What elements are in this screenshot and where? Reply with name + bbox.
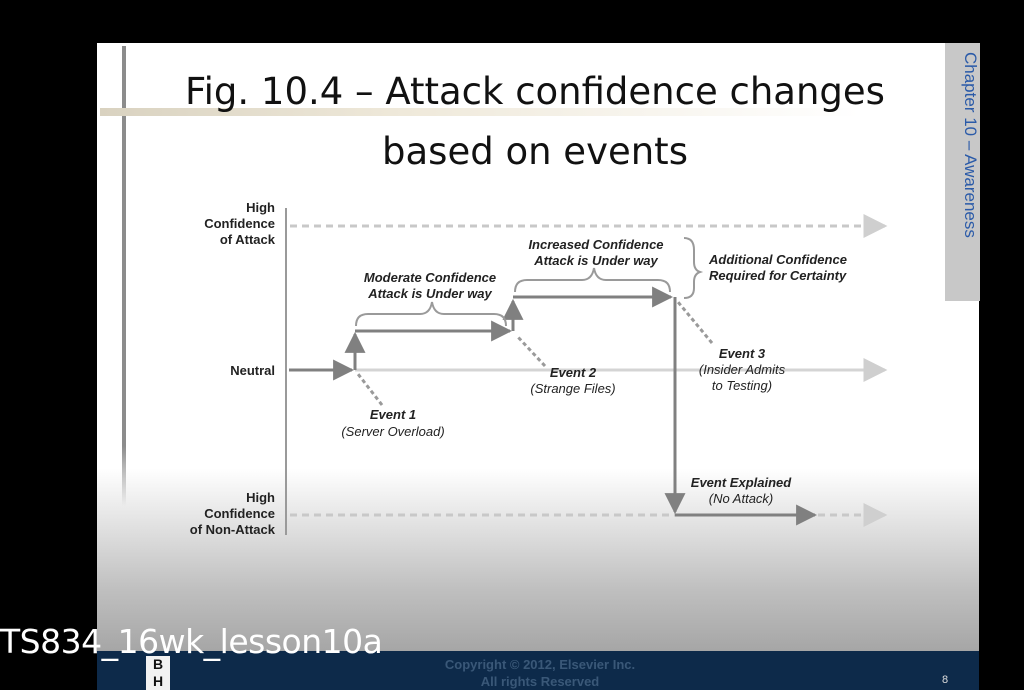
event2-pointer — [515, 334, 547, 368]
event1-detail: (Server Overload) — [341, 424, 444, 439]
title-line-2: based on events — [382, 130, 688, 173]
left-rule-fade — [122, 446, 126, 506]
footer-bar — [97, 651, 979, 690]
event2-detail: (Strange Files) — [530, 381, 615, 396]
event-explained-detail: (No Attack) — [709, 491, 774, 506]
chapter-label: Chapter 10 – Awareness — [961, 52, 980, 238]
moderate-label-2: Attack is Under way — [367, 286, 492, 301]
label-high-attack-2: Confidence — [204, 216, 275, 231]
event1-title: Event 1 — [370, 407, 416, 422]
slide-title: Fig. 10.4 – Attack confidence changes ba… — [140, 62, 930, 182]
copyright-line-2: All rights Reserved — [480, 674, 600, 689]
chapter-tab — [945, 43, 980, 301]
label-high-non-attack-3: of Non-Attack — [190, 522, 276, 537]
event3-detail-1: (Insider Admits — [699, 362, 786, 377]
additional-label-1: Additional Confidence — [708, 252, 847, 267]
label-high-non-attack-2: Confidence — [204, 506, 275, 521]
label-high-non-attack-1: High — [246, 490, 275, 505]
event3-detail-2: to Testing) — [712, 378, 772, 393]
logo-letter-h: H — [152, 673, 164, 689]
lesson-label: TS834_16wk_lesson10a — [0, 622, 383, 661]
slide — [97, 43, 979, 651]
event2-title: Event 2 — [550, 365, 597, 380]
additional-label-2: Required for Certainty — [709, 268, 847, 283]
increased-label-1: Increased Confidence — [528, 237, 663, 252]
additional-brace — [683, 237, 704, 299]
publisher-logo: B H — [146, 656, 170, 690]
label-neutral: Neutral — [230, 363, 275, 378]
logo-letter-b: B — [152, 656, 164, 672]
left-rule — [122, 46, 126, 446]
moderate-brace — [355, 301, 507, 327]
copyright-line-1: Copyright © 2012, Elsevier Inc. — [444, 657, 636, 672]
moderate-label-1: Moderate Confidence — [364, 270, 496, 285]
title-line-1: Fig. 10.4 – Attack confidence changes — [185, 70, 885, 113]
event3-pointer — [676, 301, 714, 344]
increased-label-2: Attack is Under way — [533, 253, 658, 268]
label-high-attack-1: High — [246, 200, 275, 215]
page-number: 8 — [942, 674, 949, 686]
event1-pointer — [356, 373, 384, 406]
event3-title: Event 3 — [719, 346, 766, 361]
event-explained-title: Event Explained — [691, 475, 792, 490]
title-underline — [100, 108, 860, 116]
copyright: Copyright © 2012, Elsevier Inc. All righ… — [400, 656, 680, 690]
label-high-attack-3: of Attack — [220, 232, 276, 247]
increased-brace — [514, 267, 671, 293]
